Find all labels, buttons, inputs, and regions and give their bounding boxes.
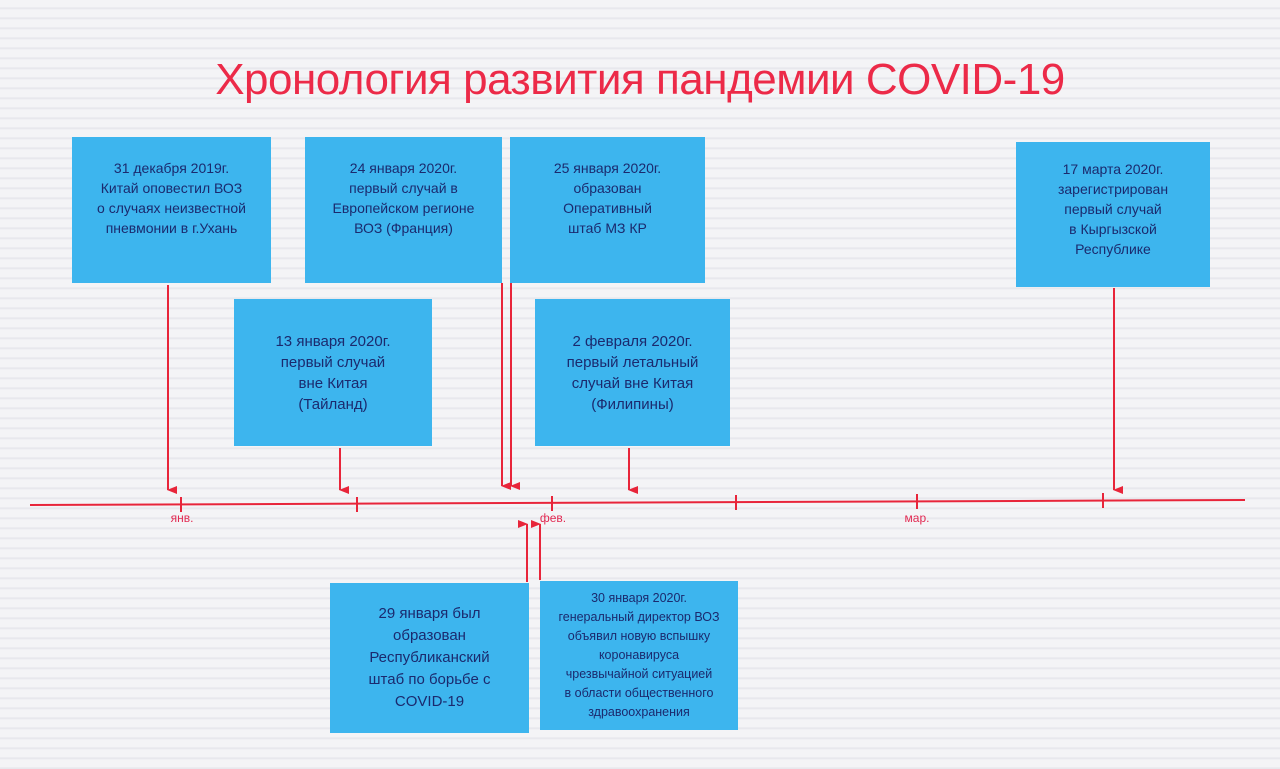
month-label-feb: фев. — [539, 511, 567, 525]
page-title: Хронология развития пандемии COVID-19 — [215, 55, 1065, 104]
event-box-feb2: 2 февраля 2020г. первый летальный случай… — [535, 299, 730, 446]
month-label-mar: мар. — [904, 511, 930, 525]
event-box-jan25: 25 января 2020г. образован Оперативный ш… — [510, 137, 705, 283]
event-box-jan13: 13 января 2020г. первый случай вне Китая… — [234, 299, 432, 446]
event-box-jan30: 30 января 2020г. генеральный директор ВО… — [540, 581, 738, 730]
event-box-jan29: 29 января был образован Республиканский … — [330, 583, 529, 733]
event-box-jan24: 24 января 2020г. первый случай в Европей… — [305, 137, 502, 283]
event-box-dec31: 31 декабря 2019г. Китай оповестил ВОЗ о … — [72, 137, 271, 283]
event-box-mar17: 17 марта 2020г. зарегистрирован первый с… — [1016, 142, 1210, 287]
timeline-axis — [29, 499, 1246, 506]
month-label-jan: янв. — [170, 511, 194, 525]
